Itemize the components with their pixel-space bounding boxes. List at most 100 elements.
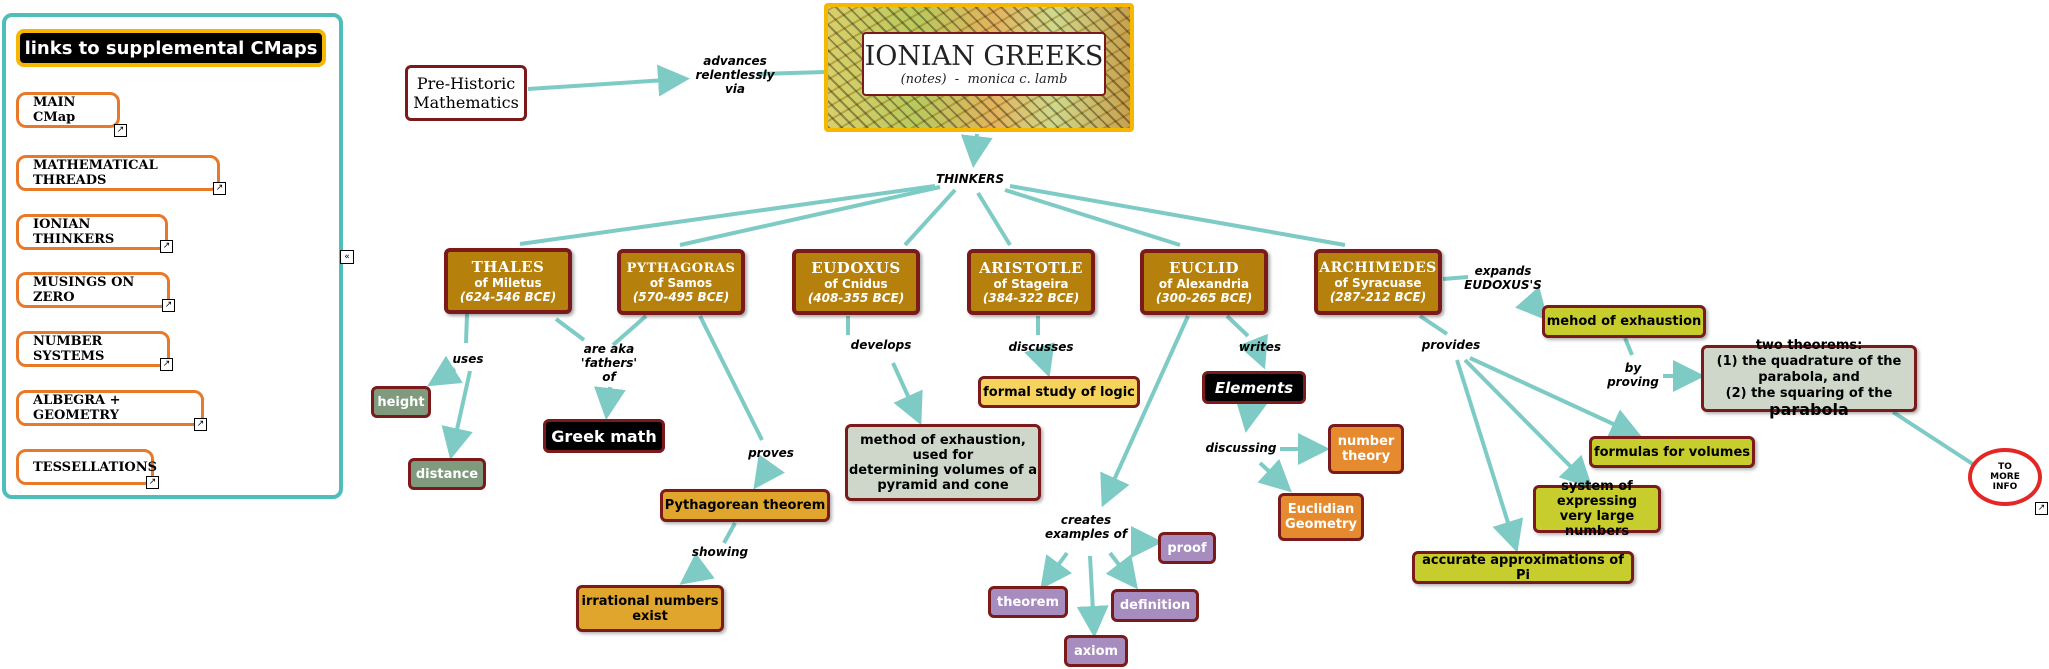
node-approximations-pi: accurate approximations of Pi: [1412, 551, 1634, 584]
node-height: height: [371, 386, 431, 418]
link-label: MATHEMATICAL THREADS: [33, 158, 158, 188]
creates-line-1: creates: [1060, 513, 1112, 527]
thinker-name: ARCHIMEDES: [1319, 260, 1437, 276]
thinker-archimedes: ARCHIMEDES of Syracuase (287-212 BCE): [1314, 249, 1442, 315]
label-creates-examples: creates examples of: [1042, 513, 1130, 541]
node-mehod-exhaustion: mehod of exhaustion: [1542, 305, 1706, 338]
title-card: IONIAN GREEKS (notes) - monica c. lamb: [862, 32, 1106, 96]
sidebar-link-main-cmap[interactable]: MAIN CMap: [16, 92, 120, 128]
sidebar-title: links to supplemental CMaps: [16, 29, 326, 67]
label-discussing-text: discussing: [1205, 441, 1277, 455]
by-proving-line-2: proving: [1607, 375, 1659, 389]
label-showing-text: showing: [691, 545, 749, 559]
thinker-thales: THALES of Miletus (624-546 BCE): [444, 248, 572, 314]
thinker-pythagoras: PYTHAGORAS of Samos (570-495 BCE): [617, 249, 745, 315]
sidebar-link-musings-on-zero[interactable]: MUSINGS ON ZERO: [16, 272, 170, 308]
thinker-place: of Alexandria: [1158, 277, 1250, 291]
sidebar-link-ionian-thinkers[interactable]: IONIAN THINKERS: [16, 214, 168, 250]
method-line-1: method of exhaustion,: [860, 432, 1026, 448]
method-line-3: determining volumes of a: [849, 462, 1037, 478]
thinker-dates: (408-355 BCE): [807, 291, 905, 305]
label-develops-text: develops: [850, 338, 912, 352]
external-link-icon[interactable]: ↗: [162, 299, 175, 312]
collapse-left-icon[interactable]: «: [340, 250, 354, 264]
advances-line-3: via: [724, 82, 746, 96]
irrational-line-2: exist: [632, 608, 668, 624]
label-by-proving: by proving: [1606, 361, 1660, 389]
thinker-euclid: EUCLID of Alexandria (300-265 BCE): [1140, 249, 1268, 315]
prehistoric-line-1: Pre-Historic: [416, 74, 516, 93]
label-expands: expands EUDOXUS'S: [1462, 264, 1544, 292]
node-pythagorean-theorem: Pythagorean theorem: [660, 489, 830, 522]
thinker-name: ARISTOTLE: [979, 259, 1083, 277]
thinker-name: EUCLID: [1168, 259, 1240, 277]
more-info-button[interactable]: TO MORE INFO: [1968, 448, 2042, 506]
sidebar-title-text: links to supplemental CMaps: [24, 37, 318, 59]
parabola-text: parabola: [1769, 399, 1849, 419]
two-theorems-line-3-text: (2) the squaring of the: [1725, 385, 1893, 401]
expands-line-2: EUDOXUS'S: [1464, 278, 1542, 292]
aka-line-3: of: [602, 370, 616, 384]
node-irrational-numbers: irrational numbers exist: [576, 585, 724, 632]
external-link-icon[interactable]: ↗: [160, 240, 173, 253]
thinker-dates: (570-495 BCE): [632, 289, 730, 304]
external-link-icon[interactable]: ↗: [213, 182, 226, 195]
external-link-icon[interactable]: ↗: [114, 124, 127, 137]
thinker-place: of Stageira: [993, 277, 1069, 291]
node-number-theory: number theory: [1328, 424, 1404, 474]
more-info-line-3: INFO: [1992, 482, 2018, 492]
theorem-text: theorem: [997, 594, 1059, 610]
thinker-place: of Syracuase: [1334, 276, 1422, 290]
node-distance: distance: [408, 458, 486, 490]
label-discusses-text: discusses: [1008, 340, 1074, 354]
thinker-place: of Cnidus: [824, 277, 888, 291]
elements-text: Elements: [1214, 378, 1294, 397]
thinkers-label-text: THINKERS: [935, 172, 1005, 186]
thinker-dates: (287-212 BCE): [1329, 290, 1427, 304]
number-theory-line-2: theory: [1341, 449, 1391, 464]
node-greek-math: Greek math: [543, 419, 665, 453]
large-numbers-line-2: very large numbers: [1559, 509, 1635, 539]
advances-line-1: advances: [703, 54, 767, 68]
two-theorems-line-2: (1) the quadrature of the parabola, and: [1716, 353, 1902, 385]
thinker-dates: (384-322 BCE): [982, 291, 1080, 305]
label-uses-text: uses: [452, 352, 484, 366]
distance-text: distance: [415, 466, 479, 482]
approximations-pi-text: accurate approximations of Pi: [1422, 552, 1624, 583]
thinkers-label: THINKERS: [930, 172, 1010, 186]
label-develops: develops: [846, 338, 916, 352]
node-theorem: theorem: [988, 586, 1068, 618]
label-uses: uses: [446, 352, 490, 366]
sidebar-link-tessellations[interactable]: TESSELLATIONS: [16, 449, 157, 485]
height-text: height: [377, 394, 425, 410]
link-label: NUMBER SYSTEMS: [33, 334, 105, 364]
euclidian-geometry-line-2: Geometry: [1285, 517, 1357, 532]
sidebar-link-number-systems[interactable]: NUMBER SYSTEMS: [16, 331, 170, 367]
thinker-name: EUDOXUS: [811, 259, 901, 277]
node-definition: definition: [1111, 589, 1199, 622]
sidebar-link-albegra-geometry[interactable]: ALBEGRA + GEOMETRY: [16, 390, 204, 426]
external-link-icon[interactable]: ↗: [194, 418, 207, 431]
node-proof: proof: [1158, 532, 1216, 564]
link-label: MAIN CMap: [33, 95, 76, 125]
method-line-2: used for: [912, 447, 974, 463]
advances-label: advances relentlessly via: [690, 54, 780, 96]
external-link-icon[interactable]: ↗: [146, 476, 159, 489]
by-proving-line-1: by: [1624, 361, 1642, 375]
two-theorems-line-1: two theorems:: [1755, 337, 1863, 353]
external-link-icon[interactable]: ↗: [160, 358, 173, 371]
sidebar-link-mathematical-threads[interactable]: MATHEMATICAL THREADS: [16, 155, 220, 191]
link-label: TESSELLATIONS: [33, 459, 157, 475]
external-link-icon[interactable]: ↗: [2035, 502, 2048, 515]
euclidian-geometry-line-1: Euclidian: [1287, 502, 1355, 517]
irrational-line-1: irrational numbers: [581, 593, 719, 609]
page-title: IONIAN GREEKS: [864, 40, 1104, 72]
label-discusses: discusses: [1004, 340, 1078, 354]
method-line-4: pyramid and cone: [877, 477, 1009, 493]
prehistoric-node: Pre-Historic Mathematics: [405, 65, 527, 121]
label-showing: showing: [685, 545, 755, 559]
link-label: MUSINGS ON ZERO: [33, 275, 135, 305]
creates-line-2: examples of: [1044, 527, 1128, 541]
sidebar-panel: [2, 13, 343, 499]
